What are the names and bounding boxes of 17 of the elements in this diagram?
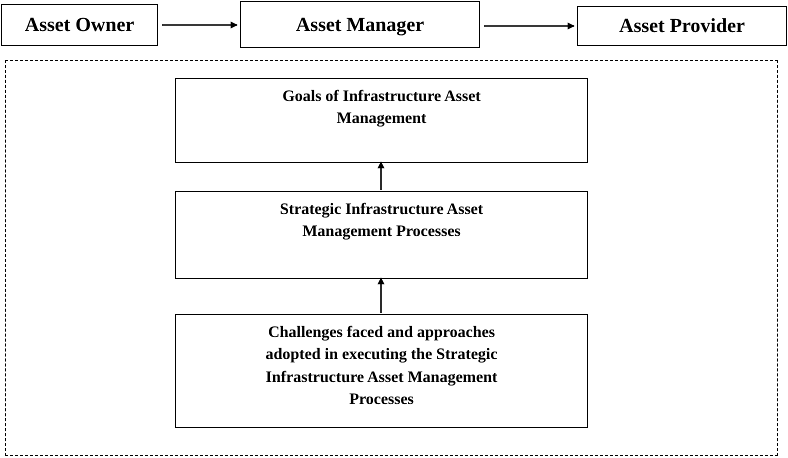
arrow bbox=[378, 277, 384, 313]
arrow bbox=[162, 22, 238, 28]
box-label: Goals of Infrastructure Asset Management bbox=[281, 87, 482, 130]
box-label: Asset Provider bbox=[619, 15, 745, 37]
process-box bbox=[175, 191, 588, 279]
box-label: Strategic Infrastructure Asset Management Processes bbox=[278, 200, 484, 242]
box-label: Asset Owner bbox=[24, 14, 134, 36]
process-box bbox=[175, 78, 588, 163]
dashed-frame bbox=[5, 60, 778, 456]
process-box bbox=[240, 1, 480, 48]
arrow bbox=[484, 22, 575, 30]
process-box bbox=[1, 4, 158, 46]
box-label: Asset Manager bbox=[296, 14, 424, 36]
process-box bbox=[577, 6, 787, 46]
arrow bbox=[378, 161, 384, 190]
process-box bbox=[175, 314, 588, 428]
box-label: Challenges faced and approaches adopted in executing the Strategic Infrastructure Asset Management Processes bbox=[264, 323, 498, 410]
